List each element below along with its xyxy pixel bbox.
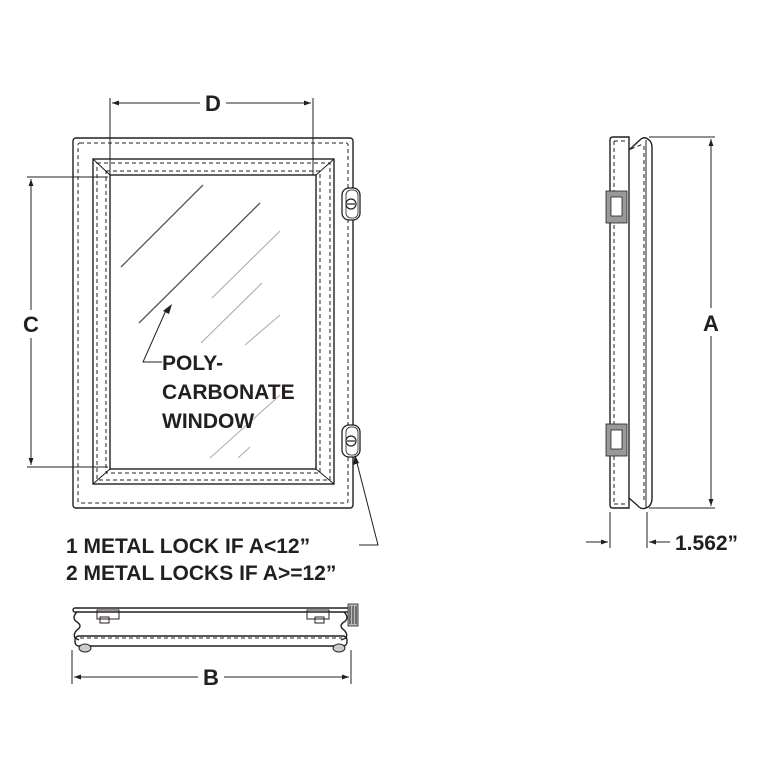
dimension-d [109, 98, 314, 175]
outer-frame-gasket [77, 142, 349, 504]
window-callout-line3: WINDOW [162, 410, 254, 433]
bottom-view [72, 603, 359, 653]
front-view: D C POLY- CARBONATE WINDOW [23, 91, 379, 546]
outer-frame [72, 137, 354, 509]
window-callout-line2: CARBONATE [162, 381, 295, 404]
dimension-a [649, 136, 715, 509]
dimension-a-label: A [703, 311, 719, 336]
side-lock-top-icon [605, 190, 628, 224]
side-view [605, 136, 653, 510]
lock-rule-2: 2 METAL LOCKS IF A>=12” [66, 562, 336, 585]
dimension-b-label: B [203, 665, 219, 690]
window-callout-leader [142, 304, 172, 363]
dimension-b [71, 650, 352, 684]
window-edge-dash [105, 170, 321, 474]
dimension-c-label: C [23, 312, 39, 337]
lock-rule-1: 1 METAL LOCK IF A<12” [66, 535, 310, 558]
dimension-c [27, 176, 108, 468]
window-glare [120, 184, 281, 459]
window-callout-line1: POLY- [162, 352, 223, 375]
window-edge [109, 174, 317, 470]
lock-bottom-icon [341, 424, 361, 458]
dimension-depth [586, 512, 670, 548]
lock-note-leader [353, 455, 379, 546]
dimension-d-label: D [205, 91, 221, 116]
side-lock-bottom-icon [605, 423, 628, 457]
dimension-depth-label: 1.562” [675, 532, 738, 555]
bezel-outer [92, 158, 335, 485]
lock-top-icon [341, 187, 361, 221]
bezel-gasket [96, 162, 331, 481]
